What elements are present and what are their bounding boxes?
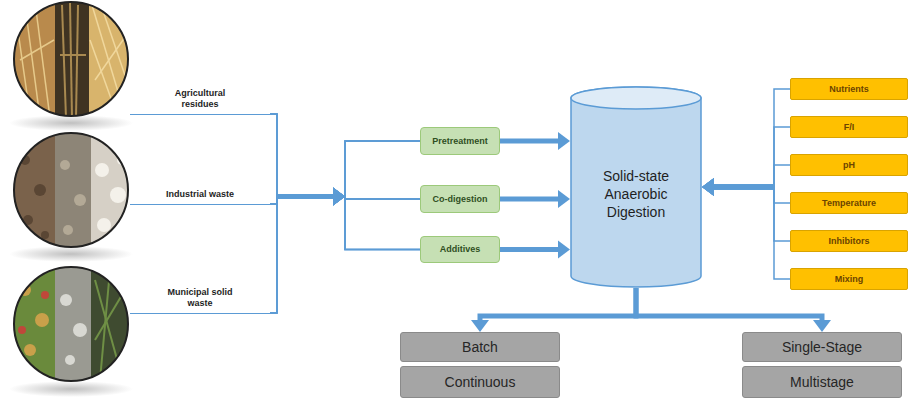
factor-box: Temperature (790, 192, 908, 214)
strategy-box: Co-digestion (420, 185, 500, 213)
factor-box: F/I (790, 116, 908, 138)
connector (270, 114, 420, 206)
waste-source: Municipal solid waste (12, 265, 270, 383)
node-text: Continuous (445, 374, 516, 391)
mode-box: Multistage (742, 366, 902, 398)
photo-shadow (9, 381, 133, 397)
node-text: Nutrients (829, 84, 869, 95)
node-text: Solid-state Anaerobic Digestion (580, 167, 692, 221)
photo-frame (14, 133, 128, 247)
mode-box: Continuous (400, 366, 560, 398)
photo-shadow (9, 246, 133, 262)
connector (500, 132, 570, 150)
node-text: Batch (462, 339, 498, 356)
node-text: Pretreatment (432, 136, 488, 147)
connector (500, 241, 570, 259)
connector (270, 114, 420, 250)
connector (702, 165, 790, 196)
node-text: pH (843, 160, 855, 171)
waste-source: Industrial waste (12, 131, 270, 249)
connector (270, 141, 420, 206)
node-text: Single-Stage (782, 339, 862, 356)
connector (636, 288, 831, 332)
connector (702, 89, 790, 196)
node-text: Municipal solid waste (163, 287, 237, 309)
photo-frame (14, 2, 128, 116)
factor-box: Inhibitors (790, 230, 908, 252)
municipal-photo (13, 266, 131, 384)
source-label: Industrial waste (130, 183, 270, 205)
node-text: Agricultural residues (163, 88, 237, 110)
connector (702, 178, 790, 241)
connector (270, 188, 420, 314)
node-text: Industrial waste (166, 189, 234, 200)
agricultural-photo (13, 1, 131, 119)
connector (270, 141, 420, 313)
connector (702, 127, 790, 196)
industrial-photo (13, 132, 131, 250)
mode-box: Batch (400, 332, 560, 362)
node-text: Mixing (835, 274, 864, 285)
waste-source: Agricultural residues (12, 0, 270, 118)
connector (270, 114, 420, 206)
connector (471, 288, 636, 332)
node-text: Inhibitors (829, 236, 870, 247)
connector (270, 188, 420, 314)
node-text: F/I (844, 122, 855, 133)
source-label: Agricultural residues (130, 88, 270, 115)
factor-box: pH (790, 154, 908, 176)
node-text: Additives (440, 244, 481, 255)
source-label: Municipal solid waste (130, 287, 270, 314)
photo-shadow (9, 115, 133, 131)
factor-box: Mixing (790, 268, 908, 290)
node-text: Temperature (822, 198, 876, 209)
mode-box: Single-Stage (742, 332, 902, 362)
connector (702, 178, 790, 279)
digester-cylinder: Solid-state Anaerobic Digestion (570, 86, 702, 288)
photo-frame (14, 267, 128, 381)
node-text: Co-digestion (433, 194, 488, 205)
strategy-box: Pretreatment (420, 127, 500, 155)
connector (500, 190, 570, 208)
strategy-box: Additives (420, 236, 500, 263)
connector (270, 188, 420, 250)
factor-box: Nutrients (790, 78, 908, 100)
connector (702, 178, 790, 203)
node-text: Multistage (790, 374, 854, 391)
